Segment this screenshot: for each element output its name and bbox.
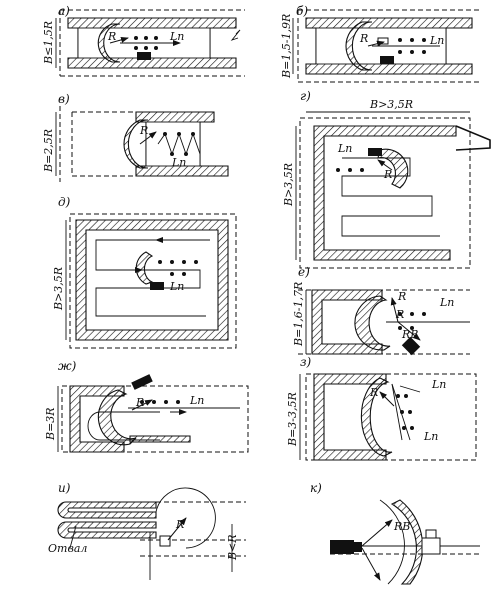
- panel-i-dump-upper: [57, 501, 157, 519]
- panel-g-face: [377, 148, 409, 189]
- panel-i-width-label: B<R: [226, 534, 239, 561]
- panel-v: в) R Ln B=2,5R: [42, 92, 229, 182]
- panel-g-top-label: B>3,5R: [369, 98, 413, 111]
- panel-v-width-label: B=2,5R: [42, 129, 55, 173]
- panel-i-swing-arc: [155, 487, 216, 549]
- panel-v-label-ln: Ln: [171, 156, 186, 169]
- panel-z-label-ln1: Ln: [431, 378, 446, 391]
- panel-v-label-r: R: [139, 124, 148, 137]
- panel-g: г) B>3,5R Ln R B>3,5R: [282, 89, 491, 269]
- panel-a-label-r: R: [107, 30, 116, 43]
- panel-z: з) R Ln Ln B=3-3,5R: [286, 355, 477, 461]
- panel-g-label-r: R: [383, 168, 392, 181]
- panel-zh-face: [97, 389, 138, 446]
- panel-z-width-label: B=3-3,5R: [286, 392, 299, 447]
- panel-k-arc: [379, 499, 405, 585]
- panel-e-excavator: [401, 336, 421, 356]
- panel-z-face: [360, 377, 393, 457]
- panel-g-width-label: B>3,5R: [282, 163, 295, 207]
- panel-b-letter: б): [296, 4, 308, 18]
- panel-a-width-label: B≤1,5R: [42, 21, 55, 65]
- panel-zh-width-label: B=3R: [44, 407, 57, 441]
- panel-zh-route: [87, 411, 160, 441]
- panel-d-width-label: B>3,5R: [52, 267, 65, 311]
- panel-k-face: [390, 499, 424, 585]
- panel-a-excavator: [137, 52, 151, 60]
- panel-v-face: [123, 119, 149, 169]
- panel-e-label-r1: R: [397, 290, 406, 303]
- panel-i-label-dump: Отвал: [48, 542, 87, 555]
- panel-a-face: [97, 23, 121, 63]
- panel-zh-letter: ж): [58, 359, 77, 373]
- panel-b: б) R Ln B=1,5-1,9R: [280, 4, 480, 83]
- panel-d-route: [95, 239, 210, 317]
- panel-d-letter: д): [58, 195, 71, 209]
- panel-i-letter: и): [58, 481, 71, 495]
- panel-d-excavator: [150, 282, 164, 290]
- panel-b-width-label: B=1,5-1,9R: [280, 14, 293, 79]
- panel-e-label-rb: RB: [401, 328, 418, 341]
- panel-b-face: [345, 21, 373, 71]
- panel-d-face: [135, 251, 154, 285]
- panel-a-radius-arrow: [109, 36, 129, 44]
- panel-a-letter: а): [58, 4, 70, 18]
- panel-zh-label-r: R: [135, 396, 144, 409]
- panel-d-pit-walls: [75, 219, 229, 341]
- panel-g-label-ln: Ln: [337, 142, 352, 155]
- panel-zh-excavator: [131, 374, 153, 390]
- panel-b-label-r: R: [359, 32, 368, 45]
- panel-k-excavator: [330, 540, 354, 554]
- panel-k-label-rb: RB: [393, 520, 410, 533]
- panel-z-label-r: R: [369, 386, 378, 399]
- panel-k-letter: к): [310, 481, 322, 495]
- panel-zh-label-ln: Ln: [189, 394, 204, 407]
- panel-e-face: [354, 295, 391, 351]
- panel-k-truck: [421, 537, 441, 555]
- panel-d: д) Ln B>3,5R: [52, 195, 237, 349]
- panel-i: и) Отвал R B<R: [48, 481, 246, 580]
- panel-a-label-ln: Ln: [169, 30, 184, 43]
- panel-z-label-ln2: Ln: [423, 430, 438, 443]
- panel-g-letter: г): [300, 89, 311, 103]
- panel-e: е) R Ln R RB B=1,6-1,7R: [292, 265, 470, 356]
- panel-g-route: [341, 157, 440, 237]
- panel-e-width-label: B=1,6-1,7R: [292, 282, 305, 347]
- panel-z-letter: з): [300, 355, 312, 369]
- panel-g-pit-walls: [313, 125, 457, 261]
- panel-b-label-ln: Ln: [429, 34, 444, 47]
- panel-g-entry: [455, 125, 491, 151]
- panel-a-outline: [59, 9, 245, 77]
- panel-i-excavator: [159, 535, 171, 547]
- panel-e-label-ln: Ln: [439, 296, 454, 309]
- panel-zh: ж) R Ln B=3R: [44, 359, 249, 453]
- panel-b-excavator: [380, 56, 394, 64]
- panel-e-letter: е): [298, 265, 310, 279]
- panel-i-label-r: R: [175, 518, 184, 531]
- panel-g-excavator: [368, 148, 382, 156]
- panel-i-dump-lower: [57, 521, 157, 539]
- panel-v-letter: в): [58, 92, 70, 106]
- panel-a: а) R Ln B≤1,5R: [42, 4, 245, 77]
- panel-k: к) RB: [310, 481, 480, 585]
- panel-e-label-r2: R: [395, 308, 404, 321]
- panel-d-label-ln: Ln: [169, 280, 184, 293]
